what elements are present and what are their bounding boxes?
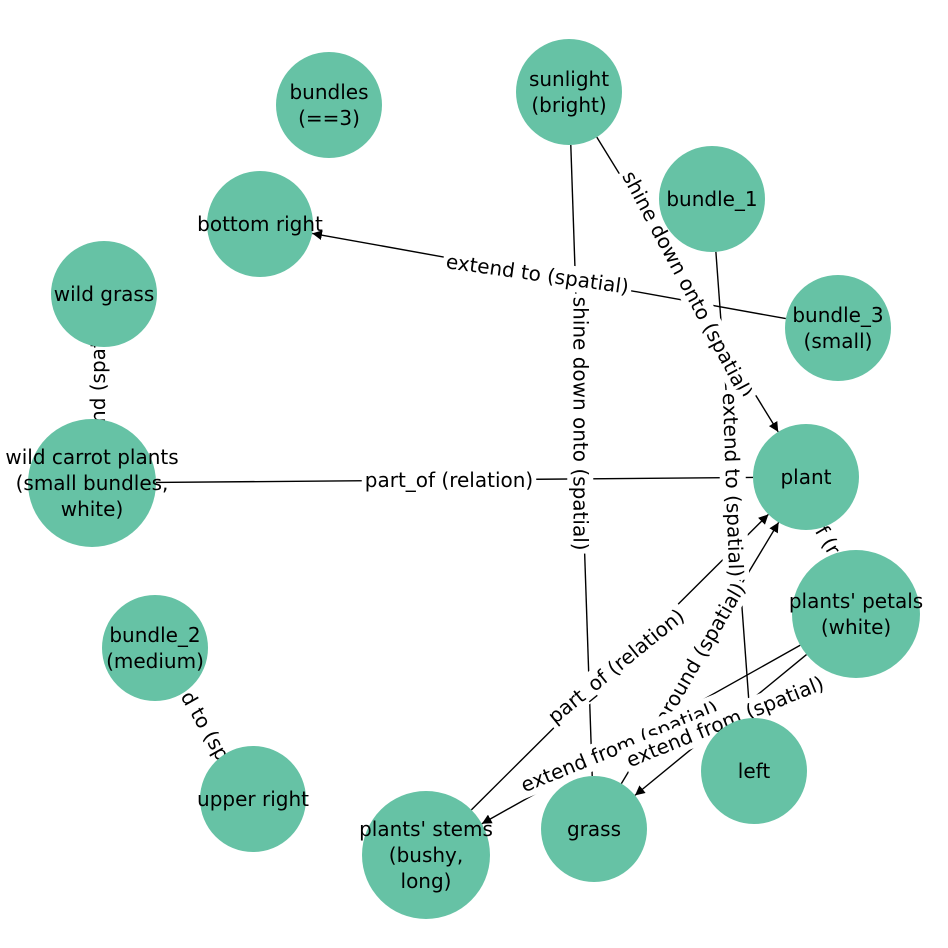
node-petals: plants' petals(white) [789,550,923,678]
node-stems: plants' stems(bushy,long) [359,791,493,919]
edge-label-background [619,668,831,775]
node-circle [659,146,765,252]
edge-label-background [647,575,753,731]
node-label-line: sunlight [529,67,609,91]
node-label-line: wild grass [54,282,155,306]
node-circle [200,746,306,852]
node-circle [362,791,490,919]
node-label-line: (bright) [531,93,606,117]
node-label-line: plants' stems [359,817,493,841]
node-label-line: bundle_3 [792,303,883,327]
node-circle [753,424,859,530]
node-circle [51,241,157,347]
node-label-line: white) [61,497,124,521]
node-carrot: wild carrot plants(small bundles,white) [5,419,179,547]
node-label-line: (white) [821,615,891,639]
node-bottom_right: bottom right [197,171,323,277]
edge-label-text: extend to (spatial) [445,249,631,298]
node-label-line: upper right [197,787,309,811]
node-label-line: bundles [289,80,368,104]
node-upper_right: upper right [197,746,309,852]
node-label-line: (==3) [298,106,360,130]
node-plant: plant [753,424,859,530]
node-label-line: (small) [804,329,873,353]
node-bundle3: bundle_3(small) [785,275,891,381]
node-label-line: (bushy, [389,843,463,867]
nodes-layer: bundles(==3) sunlight(bright) bundle_1bott… [5,39,923,919]
node-circle [701,718,807,824]
node-label-line: long) [401,869,452,893]
node-label-line: grass [567,817,621,841]
node-label-line: bundle_2 [109,623,200,647]
node-label-line: (medium) [106,649,204,673]
node-circle [785,275,891,381]
node-wild_grass: wild grass [51,241,157,347]
node-label-line: plant [780,465,831,489]
node-label-line: plants' petals [789,589,923,613]
node-circle [207,171,313,277]
edge-label-bundle3-bottom_right: extend to (spatial) [441,247,634,301]
edge-label-background [540,600,692,732]
edge-label-background [514,693,725,800]
node-circle [541,776,647,882]
node-label-line: bottom right [197,212,323,236]
node-label-line: bundle_1 [666,187,757,211]
node-label-line: left [738,759,771,783]
node-circle [276,52,382,158]
node-left: left [701,718,807,824]
node-label-line: (small bundles, [16,471,169,495]
edge-label-background [441,247,634,301]
edge-label-bundle1-left: extend to (spatial) [716,389,750,581]
node-bundles: bundles(==3) [276,52,382,158]
edge-label-background [615,163,760,406]
node-grass: grass [541,776,647,882]
edge-label-background [567,293,594,554]
edge-label-background [361,467,537,493]
edge-label-background [716,389,750,581]
node-circle [516,39,622,145]
node-label-line: wild carrot plants [5,445,178,469]
edge-label-carrot-plant: part_of (relation) [361,467,537,493]
node-sunlight: sunlight(bright) [516,39,622,145]
node-bundle1: bundle_1 [659,146,765,252]
node-circle [792,550,920,678]
node-bundle2: bundle_2(medium) [102,595,208,701]
node-circle [28,419,156,547]
edge-label-text: shine down onto (spatial) [568,297,592,551]
node-circle [102,595,208,701]
edge-label-text: part_of (relation) [365,468,533,492]
edge-label-sunlight-grass: shine down onto (spatial) [567,293,594,554]
